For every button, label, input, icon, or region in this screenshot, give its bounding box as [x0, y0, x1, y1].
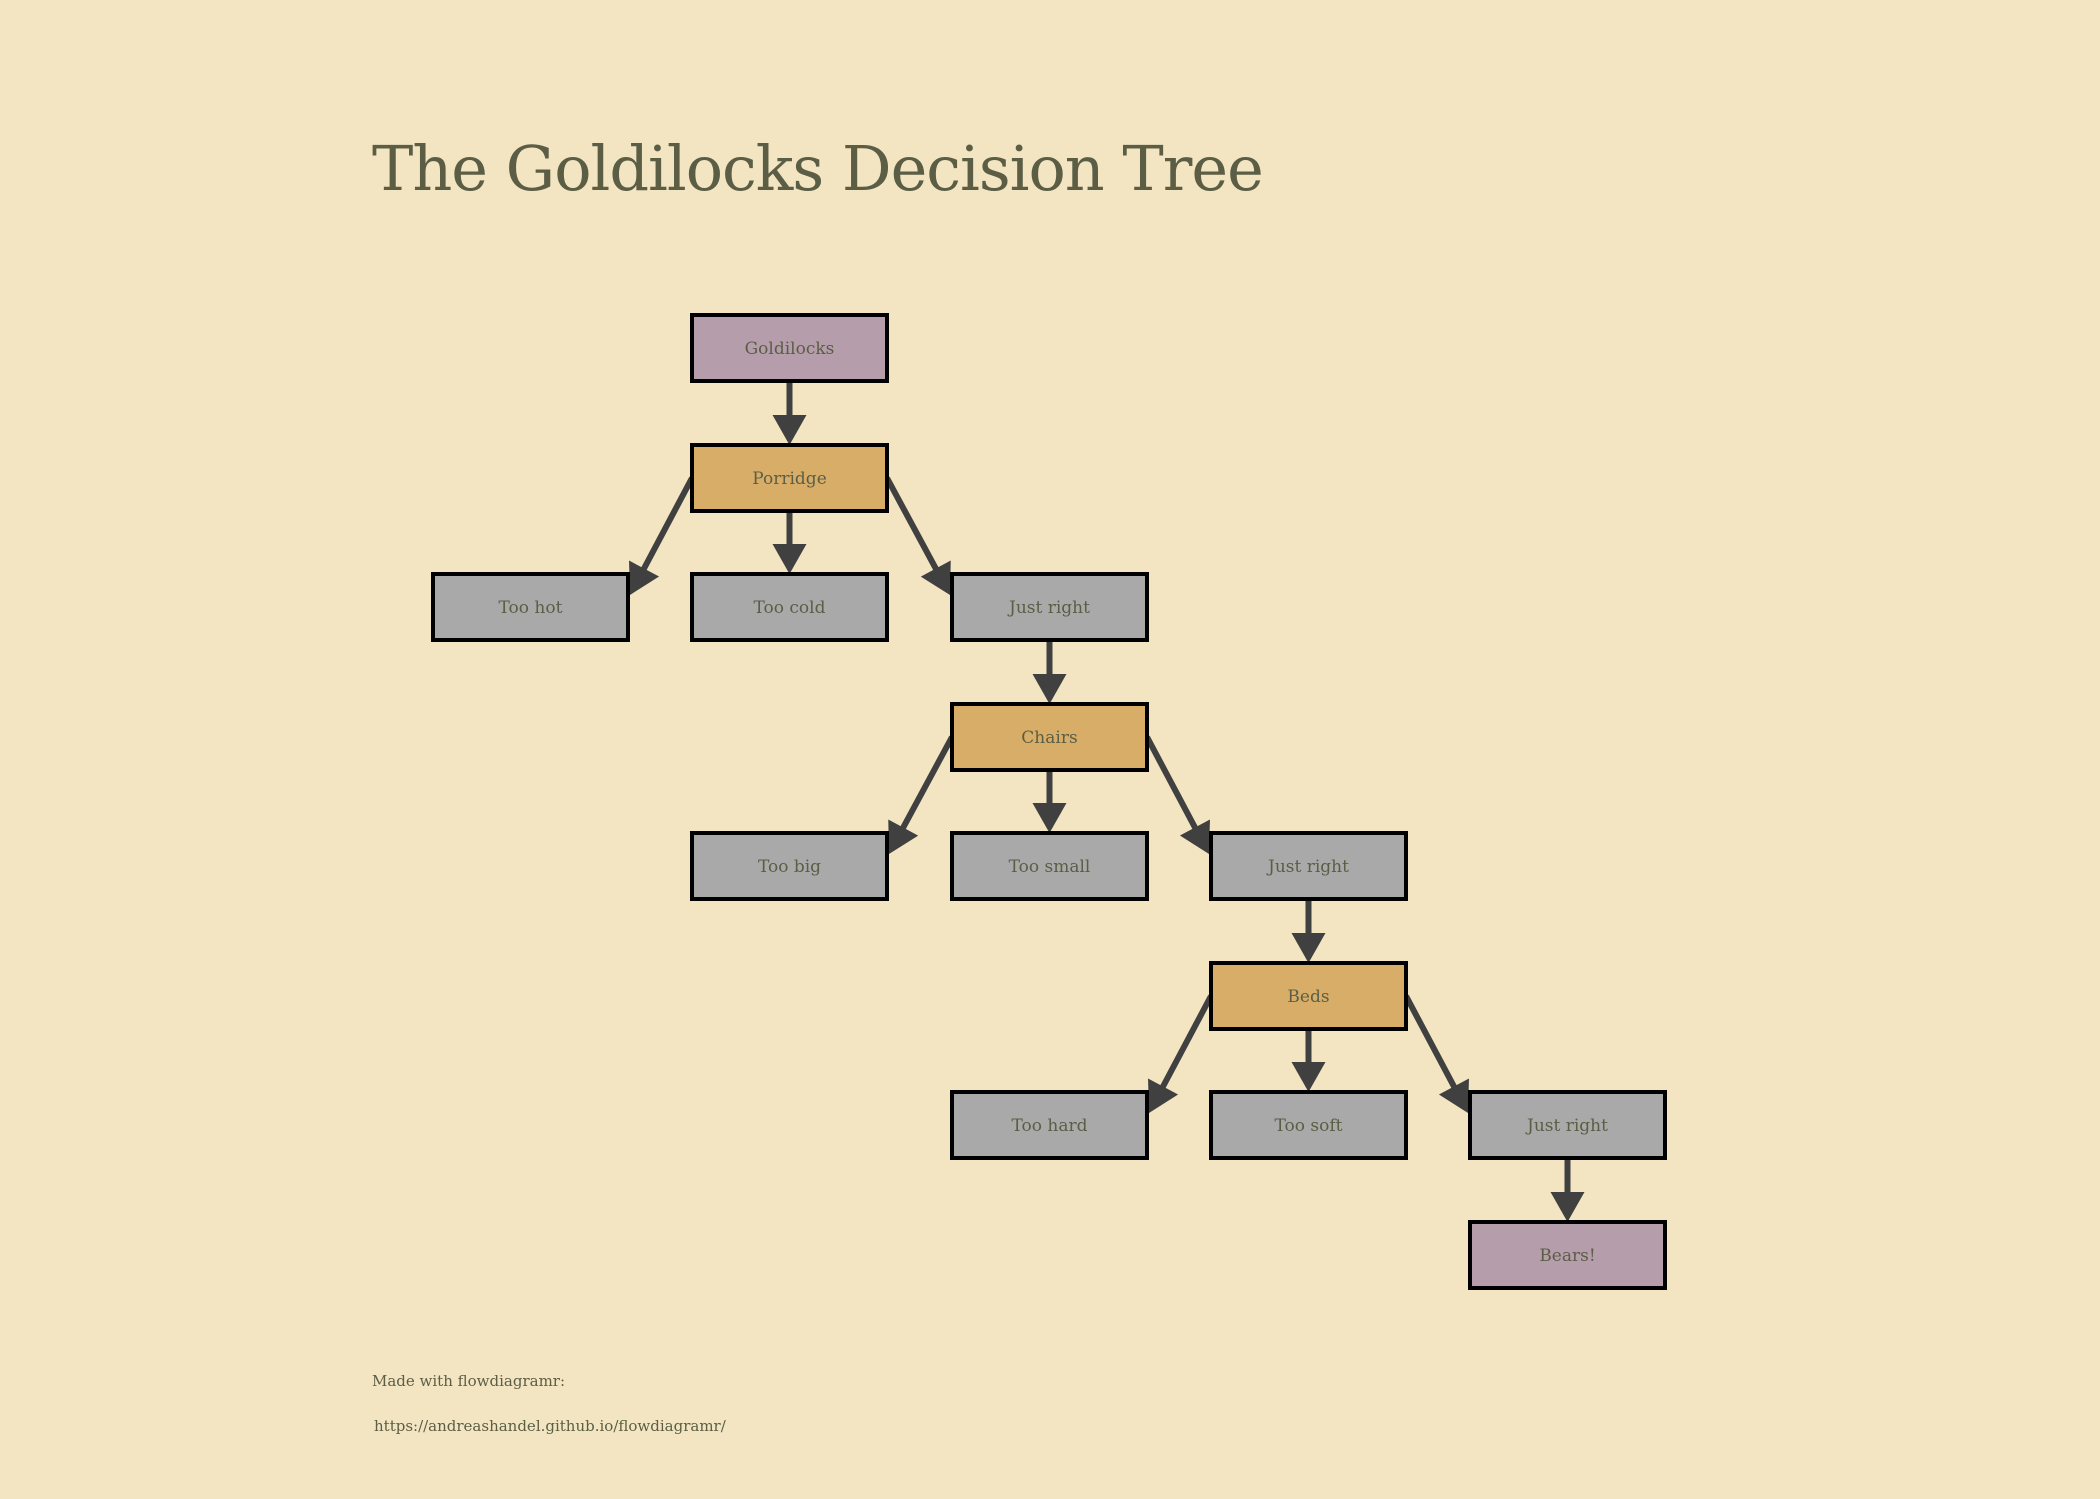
node-box: [1468, 1220, 1667, 1290]
node-box: [1209, 1090, 1408, 1160]
edge-chairs-to-too-big: [888, 735, 955, 854]
edge-just-right-2-to-beds: [1291, 899, 1326, 963]
node-label: Just right: [1525, 1116, 1608, 1136]
node-just-right-2: Just right: [1209, 831, 1408, 901]
node-too-big: Too big: [690, 831, 889, 901]
edge-line: [898, 735, 955, 833]
node-label: Chairs: [1021, 728, 1077, 748]
edge-line: [884, 476, 941, 574]
arrowhead-icon: [772, 415, 807, 445]
edge-line: [639, 476, 695, 574]
node-label: Too small: [1009, 857, 1091, 877]
node-label: Porridge: [752, 469, 827, 489]
page-title: The Goldilocks Decision Tree: [372, 132, 1264, 205]
edge-line: [1403, 994, 1459, 1092]
node-label: Too cold: [754, 598, 826, 618]
edges-layer: [629, 381, 1585, 1222]
edge-porridge-to-too-cold: [772, 511, 807, 574]
edge-goldilocks-to-porridge: [772, 381, 807, 445]
node-label: Too big: [758, 857, 821, 877]
node-label: Too hot: [499, 598, 563, 618]
node-label: Beds: [1287, 987, 1329, 1007]
node-box: [690, 313, 889, 383]
edge-beds-to-too-soft: [1291, 1029, 1326, 1092]
edge-chairs-to-just-right-2: [1144, 735, 1210, 854]
footer-credit: Made with flowdiagramr:: [372, 1372, 566, 1390]
arrowhead-icon: [1291, 1062, 1326, 1092]
arrowhead-icon: [1550, 1192, 1585, 1222]
edge-beds-to-just-right-3: [1403, 994, 1469, 1113]
node-label: Goldilocks: [745, 339, 835, 359]
node-box: [690, 443, 889, 513]
node-just-right-3: Just right: [1468, 1090, 1667, 1160]
edge-chairs-to-too-small: [1032, 770, 1067, 833]
arrowhead-icon: [920, 560, 951, 595]
node-too-cold: Too cold: [690, 572, 889, 642]
arrowhead-icon: [1438, 1078, 1469, 1113]
node-label: Too soft: [1275, 1116, 1343, 1136]
node-goldilocks: Goldilocks: [690, 313, 889, 383]
node-beds: Beds: [1209, 961, 1408, 1031]
node-just-right-1: Just right: [950, 572, 1149, 642]
arrowhead-icon: [629, 560, 660, 595]
node-box: [431, 572, 630, 642]
node-label: Too hard: [1012, 1116, 1088, 1136]
arrowhead-icon: [1148, 1078, 1179, 1113]
node-box: [1468, 1090, 1667, 1160]
edge-line: [1144, 735, 1200, 833]
arrowhead-icon: [772, 544, 807, 574]
node-box: [950, 572, 1149, 642]
edge-just-right-1-to-chairs: [1032, 640, 1067, 704]
node-box: [690, 572, 889, 642]
edge-porridge-to-just-right-1: [884, 476, 951, 595]
edge-just-right-3-to-bears: [1550, 1158, 1585, 1222]
node-box: [1209, 961, 1408, 1031]
node-label: Just right: [1266, 857, 1349, 877]
node-box: [950, 702, 1149, 772]
node-too-hard: Too hard: [950, 1090, 1149, 1160]
node-label: Just right: [1007, 598, 1090, 618]
arrowhead-icon: [1179, 819, 1210, 854]
edge-beds-to-too-hard: [1148, 994, 1214, 1113]
arrowhead-icon: [888, 819, 919, 854]
node-too-small: Too small: [950, 831, 1149, 901]
node-box: [1209, 831, 1408, 901]
node-bears: Bears!: [1468, 1220, 1667, 1290]
node-too-soft: Too soft: [1209, 1090, 1408, 1160]
node-box: [690, 831, 889, 901]
node-box: [950, 1090, 1149, 1160]
node-label: Bears!: [1539, 1246, 1595, 1266]
arrowhead-icon: [1032, 674, 1067, 704]
node-chairs: Chairs: [950, 702, 1149, 772]
node-box: [950, 831, 1149, 901]
edge-line: [1158, 994, 1214, 1092]
footer-link[interactable]: https://andreashandel.github.io/flowdiag…: [374, 1417, 726, 1435]
node-too-hot: Too hot: [431, 572, 630, 642]
node-porridge: Porridge: [690, 443, 889, 513]
arrowhead-icon: [1032, 803, 1067, 833]
edge-porridge-to-too-hot: [629, 476, 695, 595]
arrowhead-icon: [1291, 933, 1326, 963]
